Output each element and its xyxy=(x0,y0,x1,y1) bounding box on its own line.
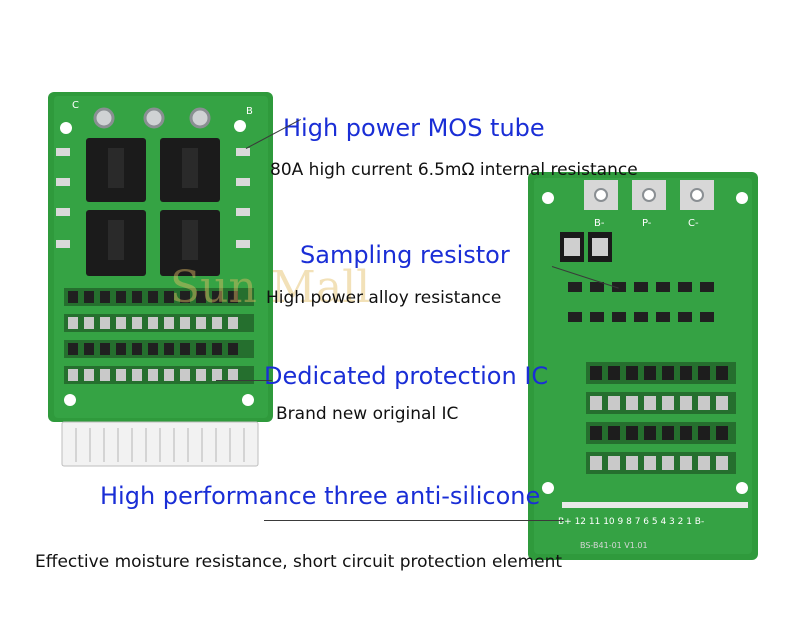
mos-title: High power MOS tube xyxy=(283,114,545,142)
right-board-b-mark: B- xyxy=(594,218,605,229)
right-board-pin-labels: B+ 12 11 10 9 8 7 6 5 4 3 2 1 B- xyxy=(558,517,704,527)
right-board-c-mark: C- xyxy=(688,218,699,229)
right-board-model: BS-B41-01 V1.01 xyxy=(580,541,648,550)
ic-title: Dedicated protection IC xyxy=(264,362,549,390)
left-board-b-mark: B xyxy=(246,106,253,117)
ic-pointer-line xyxy=(216,380,272,381)
silicone-desc: Effective moisture resistance, short cir… xyxy=(35,552,563,572)
component-grid xyxy=(568,282,714,322)
resistor-rows xyxy=(64,288,254,384)
watermark: Sun Mall xyxy=(170,262,371,313)
resistor-bank xyxy=(586,362,736,474)
right-pcb-board: B- P- C- xyxy=(528,172,764,564)
ic-desc: Brand new original IC xyxy=(276,404,459,424)
silicone-title: High performance three anti-silicone xyxy=(100,482,541,510)
sampling-title: Sampling resistor xyxy=(300,241,510,269)
terminal-holes xyxy=(60,107,246,134)
mos-desc: 80A high current 6.5mΩ internal resistan… xyxy=(270,160,638,180)
left-pcb-board: C B xyxy=(48,92,278,478)
right-terminal-holes xyxy=(542,180,748,210)
connector-block xyxy=(61,421,259,467)
sampling-resistors xyxy=(560,232,612,262)
silicone-pointer-line xyxy=(264,520,564,521)
right-board-p-mark: P- xyxy=(642,218,652,229)
sampling-desc: High power alloy resistance xyxy=(266,288,502,308)
left-board-c-mark: C xyxy=(72,100,79,111)
mosfet-group xyxy=(86,138,220,276)
